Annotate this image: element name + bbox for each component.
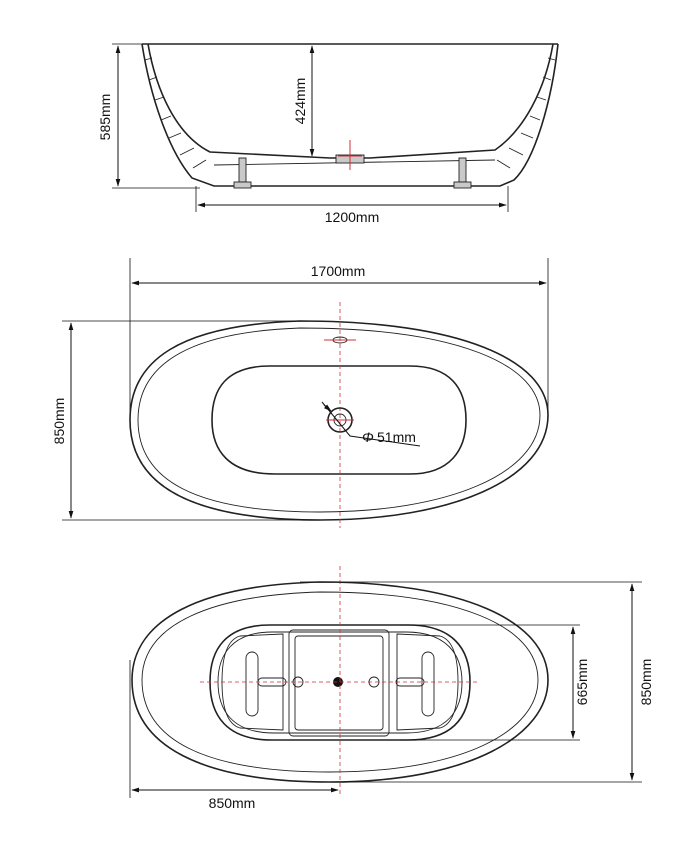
top-view-length-label: 1700mm [311,263,365,279]
side-view-drain-axis [338,140,362,170]
bottom-view-drain [333,677,343,687]
top-view-basin [211,365,467,475]
bottom-view-base-width-label: 665mm [574,659,590,706]
top-view-outer-rim [129,320,549,521]
side-view: 585mm 424mm 1200mm [97,43,559,225]
side-view-span-label: 1200mm [325,209,379,225]
side-view-depth-label: 424mm [292,78,308,125]
bottom-view-right-panel [396,633,459,731]
side-view-leg-left [233,157,252,189]
side-view-wall-hatch-left [144,57,207,169]
bottom-view-center-plate [288,629,390,737]
top-view-inner-rim [137,327,541,513]
top-view-drain-arrow [323,404,332,412]
bottom-view-inner-rim [141,591,539,773]
side-view-leg-right [453,157,472,189]
top-view: 1700mm Φ 51mm 850mm [51,258,549,528]
bottom-view-half-length-label: 850mm [209,795,256,811]
top-view-drain-leader [321,401,421,447]
bottom-view-leg-right [395,651,435,717]
bottom-view-width-label: 850mm [638,659,654,706]
top-view-width-label: 850mm [51,398,67,445]
top-view-drain-label: 51mm [377,429,416,445]
side-view-height-label: 585mm [97,94,113,141]
bottom-view-leg-left [245,651,287,717]
bottom-view: 850mm 665mm 850mm [129,566,654,811]
bottom-view-center-plate-inner [294,635,384,731]
side-view-wall-hatch-right [496,57,556,169]
top-view-drain-symbol: Φ [362,429,374,445]
side-view-outer-shell [141,43,559,187]
